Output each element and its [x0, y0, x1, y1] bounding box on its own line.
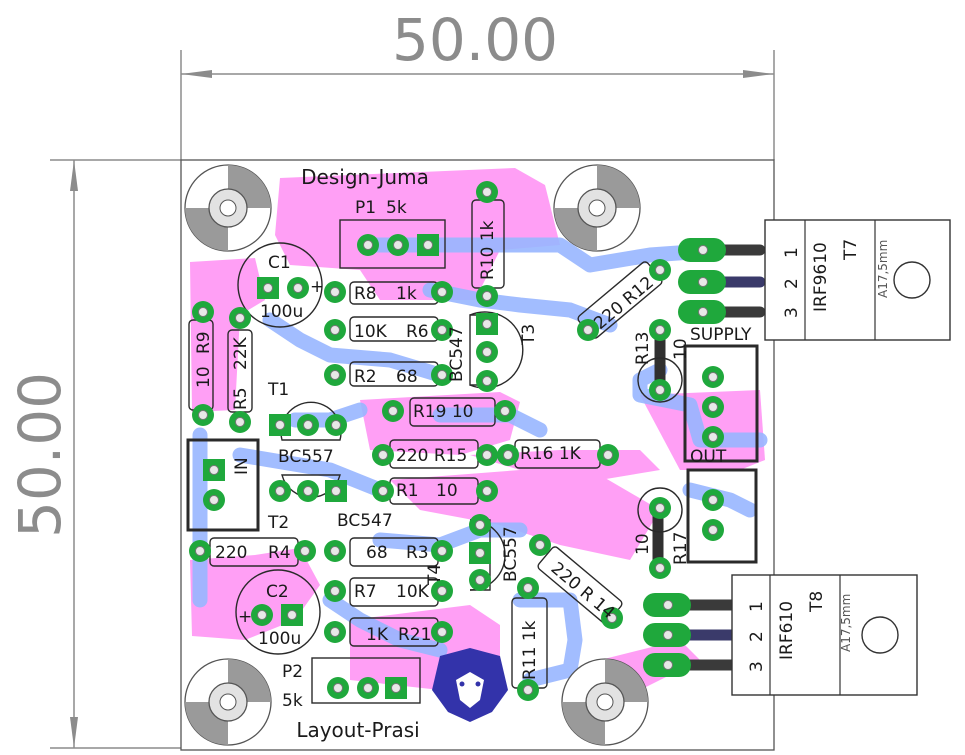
- mounting-hole-top-left: [184, 164, 272, 252]
- label-r5-value: 22K: [231, 336, 251, 370]
- label-t2: T2: [267, 513, 289, 533]
- label-t8-pin3: 3: [747, 661, 767, 672]
- mounting-hole-bottom-right: [561, 658, 649, 746]
- label-t8-heatsink: A17,5mm: [839, 594, 853, 652]
- label-t7: T7: [841, 239, 861, 261]
- label-r17: R17: [671, 532, 691, 565]
- mounting-hole-bottom-left: [184, 658, 272, 746]
- label-r4: R4: [268, 543, 291, 563]
- label-r8: R8: [354, 284, 377, 304]
- label-t7-value: IRF9610: [811, 242, 831, 312]
- label-r4-value: 220: [215, 543, 247, 563]
- label-t8-pin2: 2: [747, 631, 767, 642]
- label-t7-heatsink: A17,5mm: [876, 240, 890, 298]
- dimension-width: [180, 50, 775, 160]
- label-r9-value: 10: [194, 366, 214, 388]
- label-in: IN: [232, 457, 252, 475]
- label-t7-pin2: 2: [782, 278, 802, 289]
- label-r13-value: 10: [671, 338, 691, 360]
- label-t4: T4: [425, 564, 445, 586]
- mosfet-t8-package: [731, 574, 918, 696]
- label-t7-pin3: 3: [782, 307, 802, 318]
- label-t1-value: BC557: [278, 447, 334, 467]
- label-p2: P2: [282, 662, 303, 682]
- label-r6: R6: [406, 322, 429, 342]
- label-r15: 220 R15: [396, 446, 467, 466]
- dimension-height: [50, 159, 181, 749]
- label-r3-value: 68: [366, 543, 388, 563]
- board-title-bottom: Layout-Prasi: [296, 718, 419, 742]
- label-r1: R1: [396, 481, 419, 501]
- mosfet-pad-holes: [663, 245, 708, 670]
- label-c2: C2: [266, 582, 289, 602]
- label-r6-value: 10K: [354, 322, 388, 342]
- label-c1-plus: +: [310, 277, 324, 297]
- label-t1: T1: [267, 380, 289, 400]
- label-r1-value: 10: [436, 481, 458, 501]
- label-t3: T3: [519, 324, 539, 346]
- label-supply: SUPPLY: [690, 325, 752, 345]
- label-t8-value: IRF610: [777, 601, 797, 660]
- label-r3: R3: [406, 543, 429, 563]
- label-r21: R21: [398, 625, 431, 645]
- label-r5: R5: [231, 387, 251, 410]
- label-r21-value: 1K: [366, 625, 389, 645]
- mounting-hole-top-right: [553, 164, 641, 252]
- label-p1-value: 5k: [386, 198, 407, 218]
- label-r2-value: 68: [396, 367, 418, 387]
- mosfet-t7-package: [764, 219, 951, 341]
- label-r17-value: 10: [633, 533, 653, 555]
- board-title-top: Design-Juma: [301, 165, 429, 189]
- dimension-height-label: 50.00: [6, 372, 74, 538]
- dimension-width-label: 50.00: [392, 6, 558, 74]
- label-r8-value: 1k: [396, 284, 417, 304]
- label-c2-plus: +: [238, 607, 252, 627]
- label-c2-value: 100u: [258, 629, 301, 649]
- label-r7-value: 10K: [396, 582, 430, 602]
- label-r16: R16 1K: [520, 444, 582, 464]
- label-r10: R10 1k: [478, 220, 498, 280]
- label-r13: R13: [633, 332, 653, 365]
- label-p2-value: 5k: [282, 691, 303, 711]
- label-t7-pin1: 1: [782, 247, 802, 258]
- label-r19: R19 10: [413, 402, 473, 422]
- label-t3-value: BC547: [447, 326, 467, 382]
- label-r11: R11 1k: [520, 620, 540, 680]
- label-c1: C1: [268, 253, 291, 273]
- label-c1-value: 100u: [260, 302, 303, 322]
- label-t8: T8: [807, 591, 827, 613]
- label-r7: R7: [354, 582, 377, 602]
- label-t2-value: BC547: [337, 511, 393, 531]
- label-t4-value: BC557: [501, 526, 521, 582]
- lion-logo: [432, 648, 508, 722]
- label-out: OUT: [690, 447, 727, 467]
- label-r2: R2: [354, 367, 377, 387]
- label-r9: R9: [194, 331, 214, 354]
- label-p1: P1: [355, 198, 376, 218]
- label-t8-pin1: 1: [747, 601, 767, 612]
